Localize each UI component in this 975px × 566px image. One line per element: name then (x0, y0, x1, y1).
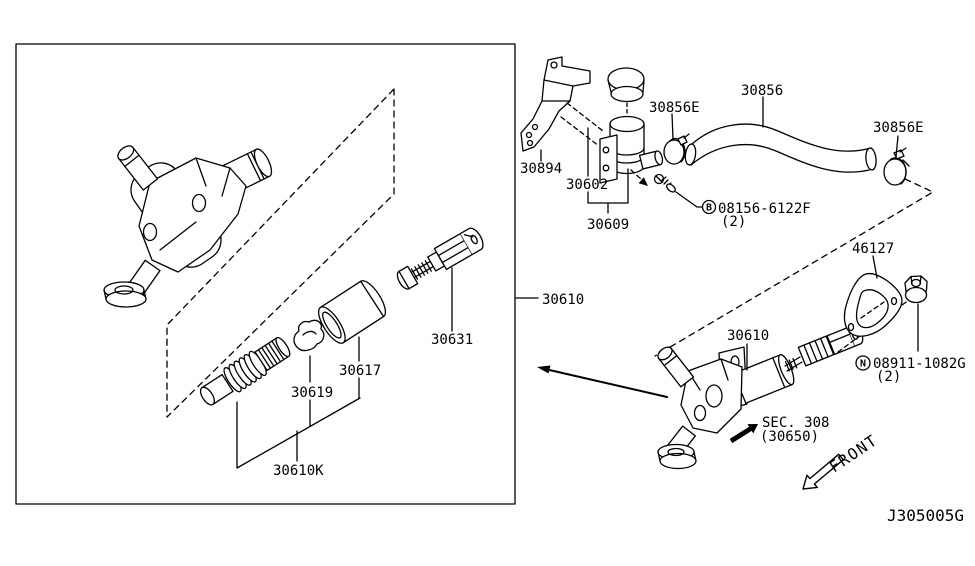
piston-seal-drawing (293, 319, 325, 352)
part-label-08911-1082g: 08911-1082G (873, 356, 966, 372)
bracket-drawing (520, 56, 591, 152)
part-label-30610-exploded: 30610 (542, 292, 584, 308)
part-label-30610k: 30610K (273, 463, 324, 479)
drawing-code: J305005G (887, 506, 964, 525)
sec-308-ref: SEC. 308 (762, 415, 829, 431)
reservoir-mount-plate (599, 134, 618, 184)
leader-30856e-left (671, 113, 674, 140)
leader-30856e-right (895, 135, 899, 158)
piston-assembly-drawing (199, 336, 291, 406)
bolt-qty: (2) (721, 214, 746, 230)
exploded-view-box: 30619 30617 30631 30610K 30610 (15, 43, 584, 505)
part-label-30856: 30856 (741, 83, 783, 99)
part-label-30631: 30631 (431, 332, 473, 348)
front-arrow (802, 453, 844, 490)
front-label: FRONT (826, 431, 881, 476)
bolt-symbol-b: B (706, 203, 712, 214)
bolt-direction-arrowhead (638, 177, 648, 186)
leader-46127 (872, 255, 878, 279)
part-label-30609: 30609 (587, 217, 629, 233)
outlet-bore (114, 285, 134, 295)
part-label-30602: 30602 (566, 177, 608, 193)
part-label-30856e-right: 30856E (873, 120, 924, 136)
pushrod (784, 356, 803, 372)
flange-hole (142, 222, 158, 242)
cylinder-body (138, 157, 247, 273)
hose-drawing (684, 123, 877, 173)
part-label-08156-6122f: 08156-6122F (718, 201, 811, 217)
view-pointer-arrow (537, 365, 668, 398)
part-label-30894: 30894 (520, 161, 562, 177)
part-label-30617: 30617 (339, 363, 381, 379)
nut-qty: (2) (876, 369, 901, 385)
hose-clamp-left-drawing (663, 133, 690, 165)
leader-08156 (675, 191, 703, 208)
flange-hole (191, 193, 207, 213)
master-cylinder-assembled-drawing (103, 145, 273, 308)
pushrod-boot (797, 335, 835, 367)
view-box-border (15, 43, 516, 505)
bolt-symbol-circle (701, 199, 717, 215)
part-label-30856e-left: 30856E (649, 100, 700, 116)
sec-308-arrow (729, 424, 758, 444)
bracket-assembly-dashed (560, 102, 604, 147)
gasket-drawing (843, 273, 903, 337)
master-cylinder-installed-drawing (657, 324, 864, 470)
part-label-30619: 30619 (291, 385, 333, 401)
reservoir-outlet-stub (638, 150, 664, 170)
nut-drawing (904, 275, 928, 304)
sec-30650-ref: (30650) (760, 429, 819, 445)
part-label-46127: 46127 (852, 241, 894, 257)
reservoir-inlet-stub (117, 145, 159, 191)
nut-symbol-n: N (860, 359, 866, 370)
leader-30609-bracket (587, 168, 629, 214)
part-label-30610-installed: 30610 (727, 328, 769, 344)
reservoir-port-stub (657, 346, 695, 388)
cylinder-body-detail (159, 157, 231, 251)
installed-view: 30894 30602 30609 30856E 30856 30856E B … (520, 56, 966, 470)
assembly-plane-dashed (166, 88, 395, 418)
bushing-drawing (317, 280, 387, 344)
bolt-direction-dashed (630, 169, 644, 182)
reservoir-drawing (599, 67, 664, 184)
reservoir-tank-top (609, 115, 645, 133)
leader-30610k-bracket (236, 397, 361, 469)
nut-symbol-circle (855, 355, 871, 371)
pushrod-clevis-drawing (396, 227, 484, 290)
bolt-drawing (630, 169, 676, 193)
hose-routing-dashed (654, 178, 934, 357)
outlet-fitting-lower (105, 290, 147, 308)
